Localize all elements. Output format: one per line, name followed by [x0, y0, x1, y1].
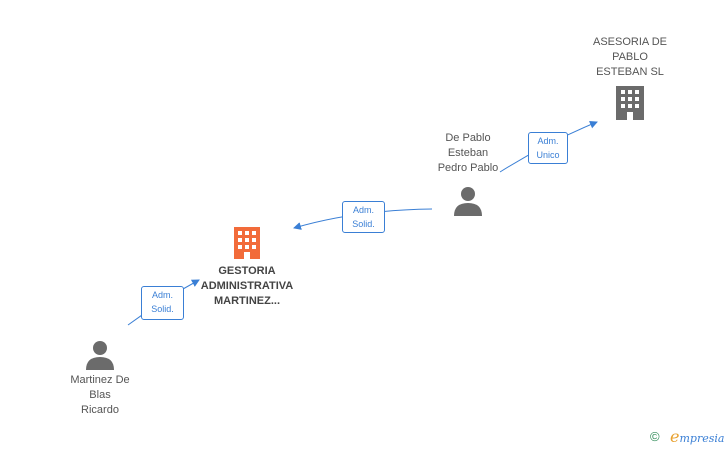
edge-badge-adm-solid[interactable]: Adm. Solid.: [141, 286, 184, 320]
node-asesoria-label: ASESORIA DE PABLO ESTEBAN SL: [593, 36, 667, 78]
node-depablo-label: De Pablo Esteban Pedro Pablo: [437, 132, 499, 174]
node-depablo[interactable]: De Pablo Esteban Pedro Pablo: [425, 131, 511, 216]
node-martinez[interactable]: Martinez De Blas Ricardo: [58, 340, 142, 418]
person-icon: [86, 341, 114, 370]
copyright-symbol: ©: [650, 429, 660, 444]
edge-badge-adm-solid[interactable]: Adm. Solid.: [342, 201, 385, 233]
node-gestoria[interactable]: GESTORIA ADMINISTRATIVA MARTINEZ...: [192, 226, 302, 309]
node-martinez-label: Martinez De Blas Ricardo: [70, 374, 130, 416]
edge-badge-adm-unico[interactable]: Adm. Unico: [528, 132, 568, 164]
brand-logo: empresia: [670, 427, 725, 446]
person-icon: [454, 187, 482, 216]
node-asesoria[interactable]: ASESORIA DE PABLO ESTEBAN SL: [585, 35, 675, 121]
building-icon: [234, 227, 260, 259]
building-icon: [616, 86, 644, 120]
node-gestoria-label: GESTORIA ADMINISTRATIVA MARTINEZ...: [200, 265, 294, 307]
